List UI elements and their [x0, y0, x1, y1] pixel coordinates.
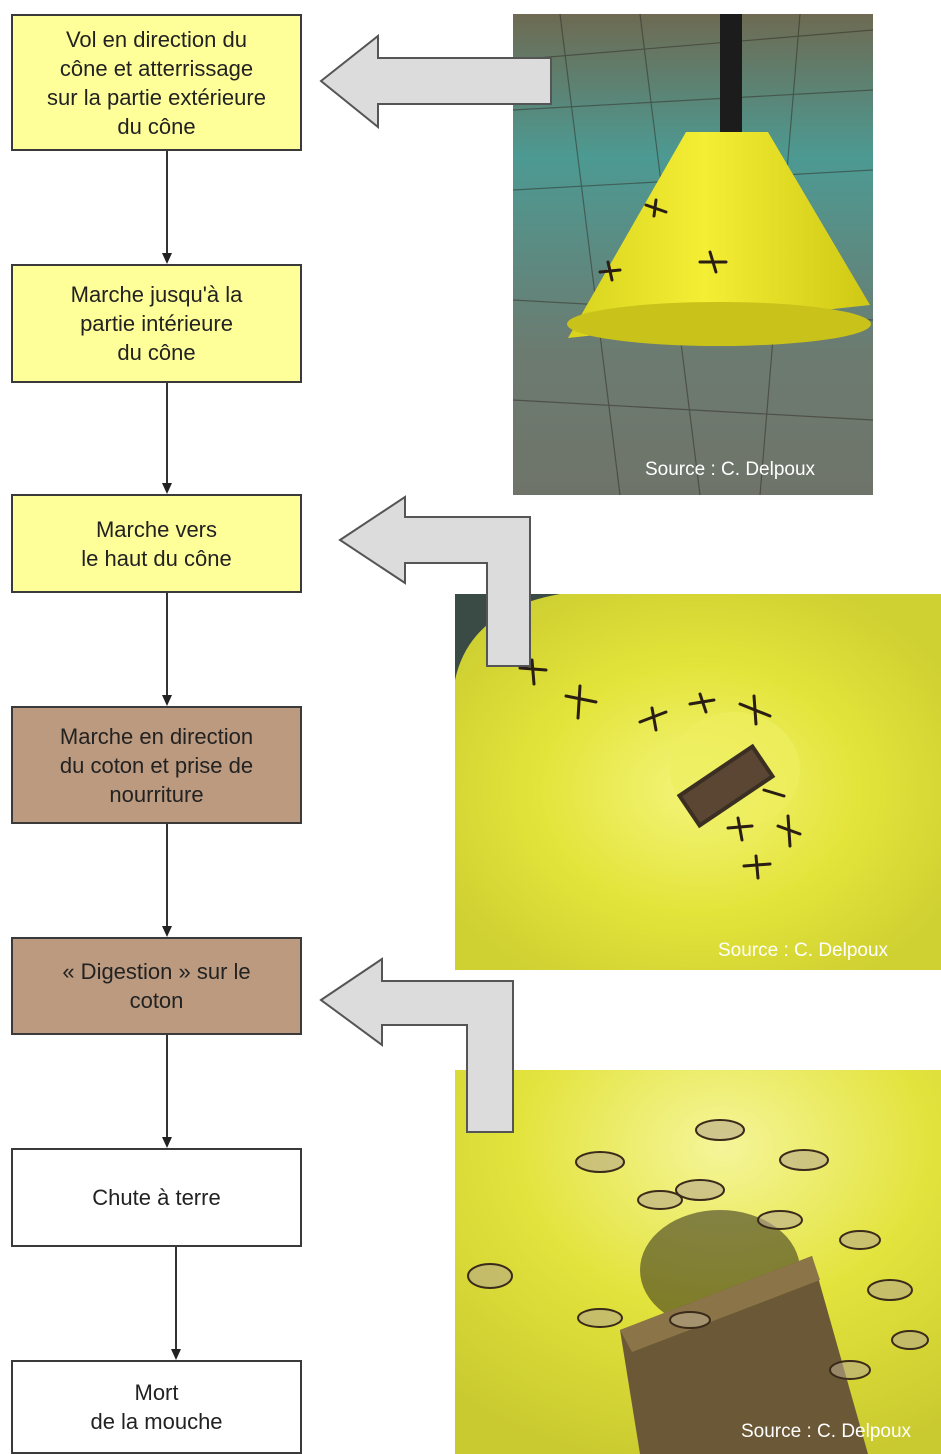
- step-digestion: « Digestion » sur le coton: [11, 937, 302, 1035]
- photo-cone-caption: Source : C. Delpoux: [645, 459, 816, 480]
- fly-marks-cotton: [467, 1119, 929, 1380]
- big-arrow-cone: [319, 33, 552, 130]
- step-walk-cotton-feeding-label: Marche en direction du coton et prise de…: [59, 723, 254, 807]
- photo-cone-trap: Source : C. Delpoux: [512, 13, 874, 496]
- photo-inside-trap: Source : C. Delpoux: [455, 594, 941, 970]
- step-fall-label: Chute à terre: [92, 1185, 221, 1210]
- step-walk-cotton-feeding: Marche en direction du coton et prise de…: [11, 706, 302, 824]
- step-walk-inside-label: Marche jusqu'à la partie intérieure du c…: [70, 282, 243, 365]
- big-arrow-inside: [338, 495, 531, 667]
- step-walk-inside: Marche jusqu'à la partie intérieure du c…: [11, 264, 302, 383]
- photo-cotton-caption: Source : C. Delpoux: [741, 1421, 912, 1442]
- step-flight-landing-label: Vol en direction du cône et atterrissage…: [47, 26, 266, 139]
- step-digestion-label: « Digestion » sur le coton: [62, 959, 251, 1013]
- big-arrow-cotton: [319, 957, 514, 1133]
- step-flight-landing: Vol en direction du cône et atterrissage…: [11, 14, 302, 151]
- photo-inside-caption: Source : C. Delpoux: [718, 940, 889, 961]
- step-fall: Chute à terre: [11, 1148, 302, 1247]
- fly-marks-cone: [598, 198, 728, 282]
- photo-cotton-flies: Source : C. Delpoux: [455, 1070, 941, 1454]
- connector-arrows: [162, 151, 181, 1360]
- step-death: Mort de la mouche: [11, 1360, 302, 1454]
- step-death-label: Mort de la mouche: [90, 1380, 223, 1434]
- step-walk-top-label: Marche vers le haut du cône: [81, 516, 232, 571]
- step-walk-top: Marche vers le haut du cône: [11, 494, 302, 593]
- fly-marks-inside: [518, 658, 802, 880]
